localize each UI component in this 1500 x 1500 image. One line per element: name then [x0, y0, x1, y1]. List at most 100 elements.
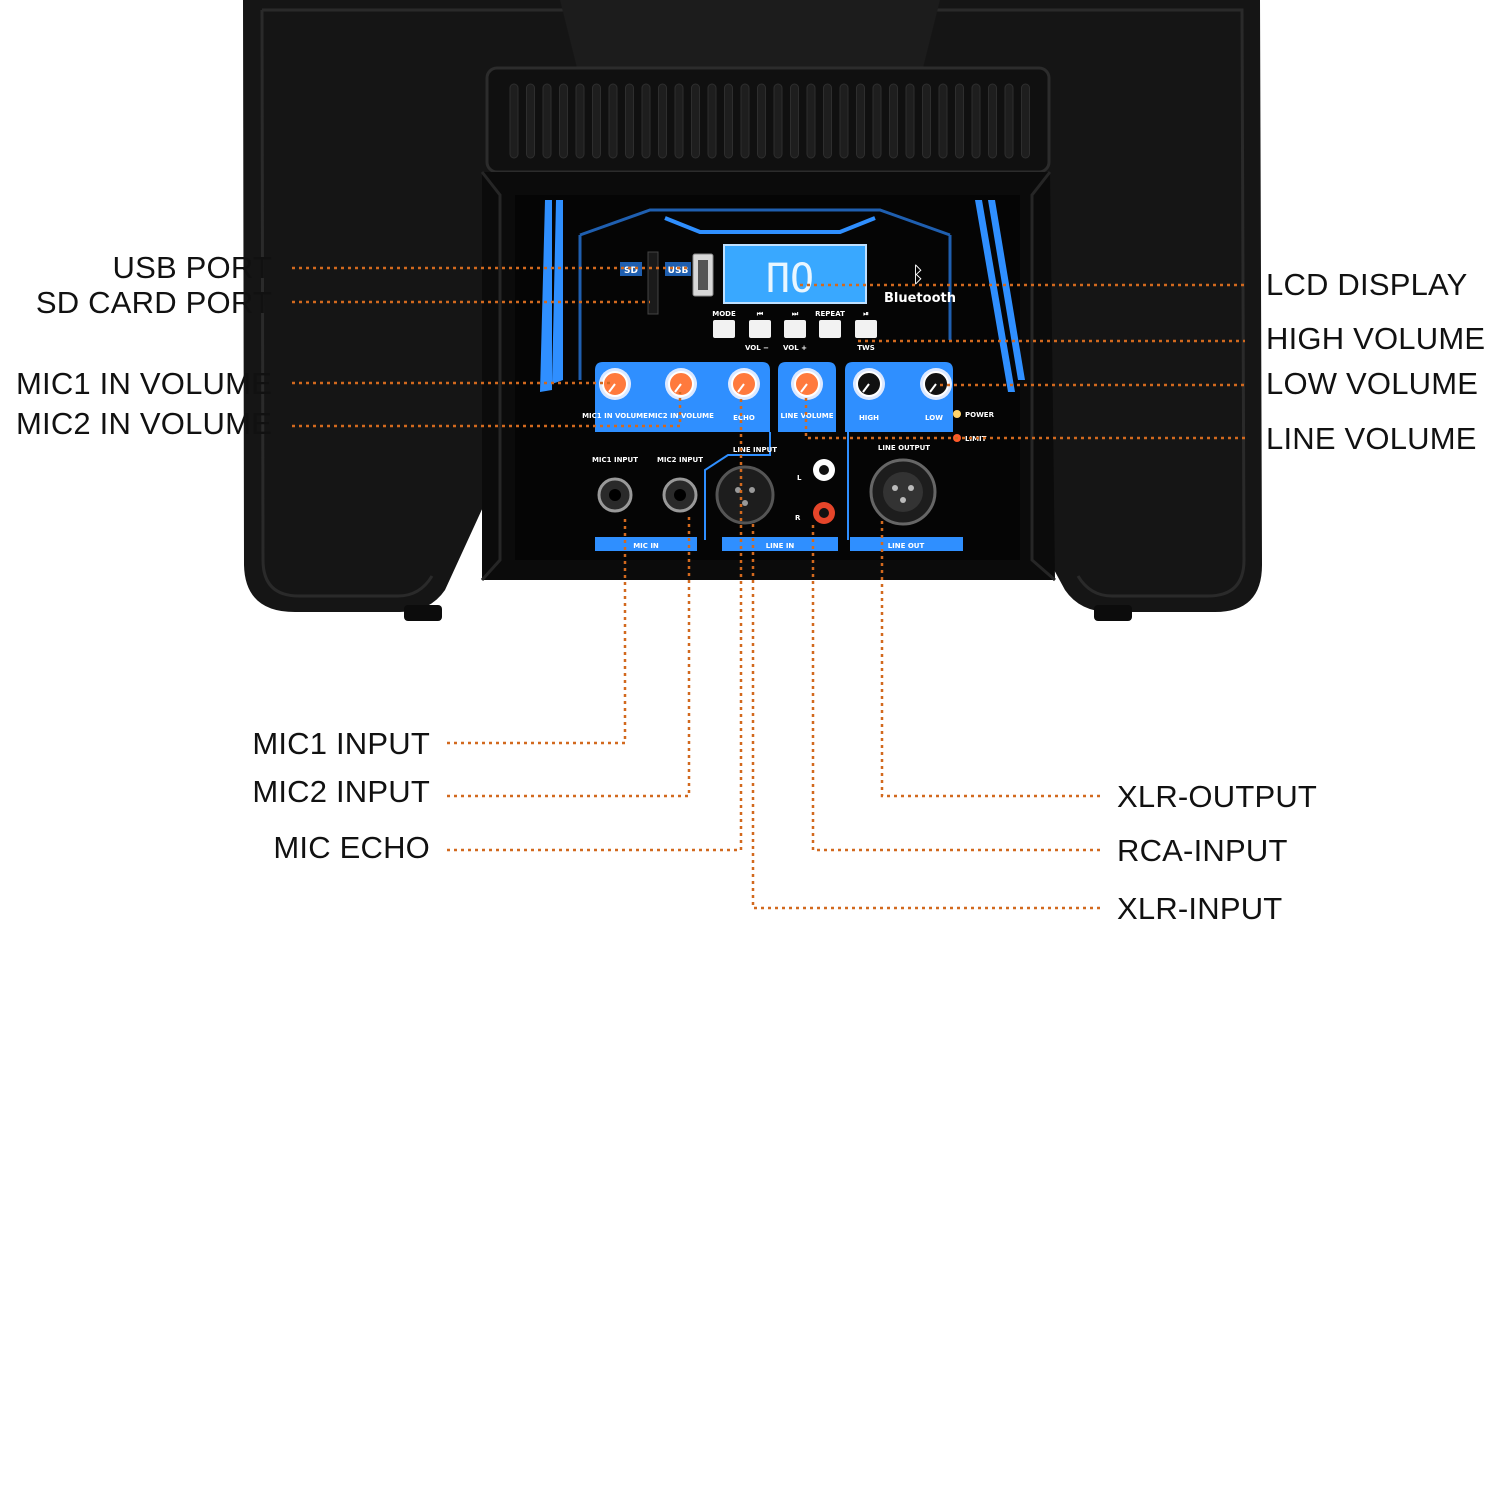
panel-button[interactable]	[819, 320, 841, 338]
callout-mic1-in-volume: MIC1 IN VOLUME	[15, 366, 272, 401]
xlr-input-jack[interactable]	[715, 465, 775, 525]
line-output-panel-label: LINE OUTPUT	[878, 444, 930, 452]
control-panel: SD USB ПО ᛒ Bluetooth MODE⏮⏭REPEAT⏯ VOL …	[515, 195, 1025, 560]
button-label: ⏯	[863, 310, 869, 318]
handle-rib	[608, 83, 618, 159]
handle-rib	[740, 83, 750, 159]
mic2-input-panel-label: MIC2 INPUT	[657, 456, 703, 464]
sd-label: SD	[624, 266, 638, 276]
panel-button[interactable]	[713, 320, 735, 338]
knob-pointer	[608, 383, 616, 393]
leader-rca-input	[811, 525, 1100, 852]
panel-recess-bevel	[480, 171, 1056, 582]
accent-stripes-left	[540, 200, 563, 392]
knob-pointer	[862, 383, 870, 393]
line-in-section-label: LINE IN	[766, 542, 795, 550]
handle-ribs	[509, 83, 1030, 159]
panel-button[interactable]	[749, 320, 771, 338]
button-label: ⏭	[792, 310, 799, 318]
accent-frame	[578, 208, 952, 380]
button-label: REPEAT	[815, 310, 845, 318]
handle-rib	[707, 83, 717, 159]
handle-rib	[526, 83, 535, 159]
low-knob-label: LOW	[925, 414, 943, 422]
handle-rib	[938, 83, 948, 159]
high-knob-label: HIGH	[859, 414, 879, 422]
tws-label: TWS	[857, 344, 875, 352]
callout-xlr-input: XLR-INPUT	[1117, 891, 1283, 926]
handle-rib	[674, 83, 684, 159]
leader-mic-echo	[447, 398, 743, 852]
line-input-panel-label: LINE INPUT	[733, 446, 777, 454]
handle-rib	[691, 83, 700, 159]
bluetooth-label: Bluetooth	[884, 291, 956, 306]
handle-rib	[922, 83, 931, 159]
button-row: MODE⏮⏭REPEAT⏯	[712, 310, 877, 338]
handle-rib	[1021, 83, 1030, 159]
callout-mic2-in-volume: MIC2 IN VOLUME	[15, 406, 272, 441]
handle-rib	[971, 83, 981, 159]
handle-rib	[724, 83, 733, 159]
leader-mic2-input	[447, 515, 691, 798]
usb-label: USB	[668, 266, 689, 276]
knob-pointer	[929, 383, 937, 393]
knob-pointer	[800, 383, 808, 393]
handle-rib	[872, 83, 882, 159]
echo-knob-label: ECHO	[733, 414, 755, 422]
handle-rib	[658, 83, 667, 159]
knob-pointer	[674, 383, 682, 393]
callout-line-volume: LINE VOLUME	[1266, 421, 1477, 456]
button-label: ⏮	[757, 310, 764, 318]
callout-rca-input: RCA-INPUT	[1117, 833, 1288, 868]
handle-rib	[905, 83, 915, 159]
handle-rib	[625, 83, 634, 159]
handle-rib	[1004, 83, 1014, 159]
handle-rib	[542, 83, 552, 159]
callout-mic-echo: MIC ECHO	[273, 830, 430, 865]
panel-button[interactable]	[784, 320, 806, 338]
mic1-input-panel-label: MIC1 INPUT	[592, 456, 638, 464]
foot-right	[1094, 605, 1132, 621]
mic-in-bar	[595, 537, 697, 551]
vol-minus-label: VOL −	[745, 344, 769, 352]
limit-label: LIMIT	[965, 435, 987, 443]
callout-mic2-input: MIC2 INPUT	[252, 774, 430, 809]
leader-xlr-output	[880, 520, 1100, 798]
vol-plus-label: VOL +	[783, 344, 807, 352]
callout-xlr-output: XLR-OUTPUT	[1117, 779, 1318, 814]
carry-handle[interactable]	[485, 66, 1051, 174]
handle-rib	[889, 83, 898, 159]
handle-rib	[575, 83, 585, 159]
knob-pointer	[737, 383, 745, 393]
lcd-display	[723, 244, 867, 304]
knobs	[599, 368, 952, 400]
sd-card-slot[interactable]	[647, 251, 659, 315]
handle-rib	[806, 83, 816, 159]
callout-high-volume: HIGH VOLUME	[1266, 321, 1486, 356]
rca-l-label: L	[797, 474, 802, 482]
callout-usb-port: USB PORT	[112, 250, 272, 285]
handle-rib	[839, 83, 849, 159]
line-out-section-label: LINE OUT	[888, 542, 925, 550]
callout-lcd-display: LCD DISPLAY	[1266, 267, 1468, 302]
lcd-readout: ПО	[766, 256, 814, 302]
rca-r-label: R	[795, 514, 801, 522]
bluetooth-icon: ᛒ	[911, 262, 924, 287]
leader-mic2-volume	[292, 392, 682, 428]
power-led	[953, 410, 961, 418]
handle-rib	[773, 83, 783, 159]
handle-rib	[988, 83, 997, 159]
callout-sd-card-port: SD CARD PORT	[35, 285, 272, 320]
handle-rib	[955, 83, 964, 159]
mic2-knob-label: MIC2 IN VOLUME	[648, 412, 714, 420]
handle-rib	[790, 83, 799, 159]
handle-rib	[641, 83, 651, 159]
callout-low-volume: LOW VOLUME	[1266, 366, 1479, 401]
panel-button[interactable]	[855, 320, 877, 338]
handle-rib	[823, 83, 832, 159]
mic-in-section-label: MIC IN	[633, 542, 659, 550]
handle-rib	[856, 83, 865, 159]
callout-mic1-input: MIC1 INPUT	[252, 726, 430, 761]
mic1-knob-label: MIC1 IN VOLUME	[582, 412, 648, 420]
